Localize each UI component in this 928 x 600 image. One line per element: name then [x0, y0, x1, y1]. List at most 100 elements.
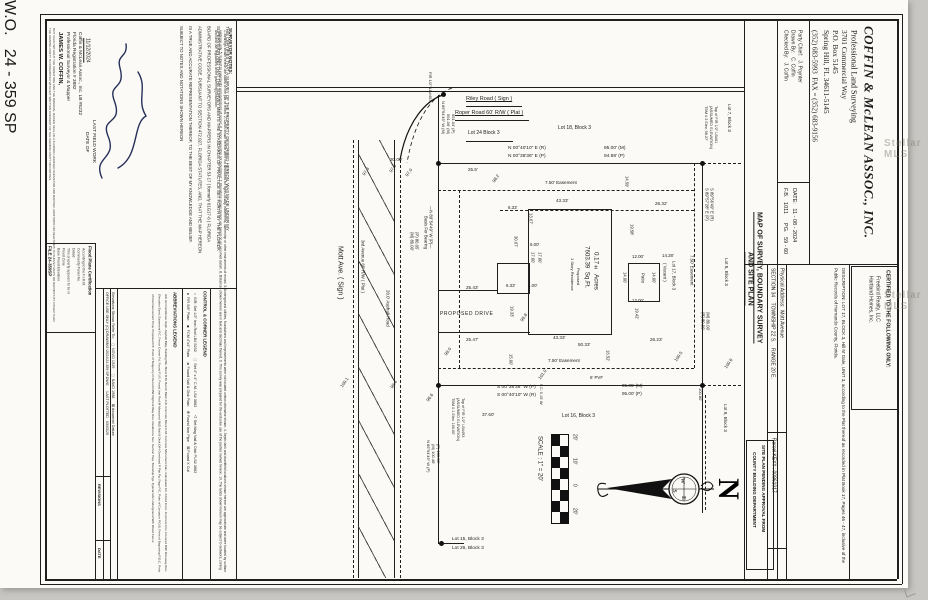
plat-rect — [528, 209, 612, 335]
plat-line — [45, 19, 47, 579]
flood-line-4: This property appears to lie in — [66, 248, 71, 295]
plat-label: 12.00' — [632, 298, 644, 303]
plat-line — [95, 476, 110, 477]
scale-text: SCALE : 1" = 20' — [536, 436, 543, 481]
plat-label: (R) 80.00' — [700, 312, 706, 331]
plat-label: 7.50' Easement — [548, 358, 580, 363]
plat-line — [394, 140, 395, 578]
plat-label: 100.5 — [673, 350, 684, 363]
plat-label: 551.06' (M) — [446, 114, 452, 135]
pending-approval-line-2: COUNTY BUILDING DEPARTMENT — [751, 452, 757, 528]
plat-label: Lot 15, Block 3 — [452, 537, 484, 542]
plat-label: 6.33' — [506, 283, 516, 288]
control-legend-row-1: ○ SIR: Set 1/2" Iron Rod LB# 5232 □ Set … — [192, 292, 197, 474]
plat-label: 6' PVF — [590, 375, 604, 380]
plat-line — [809, 19, 810, 264]
surveyor-signature — [99, 43, 147, 179]
plat-line — [786, 264, 787, 579]
scale-tick-0: 20' — [571, 434, 578, 441]
scale-bar-cell — [552, 479, 560, 490]
plat-line — [500, 210, 694, 211]
plat-line — [438, 332, 530, 333]
plat-label: 25.43' — [466, 285, 479, 290]
drawn-by-row: Drawn By: C. Coffin — [789, 30, 796, 77]
plat-line — [45, 19, 897, 21]
corner-monument-dot — [435, 382, 441, 388]
seal-disclaimer-fine-print: NOT VALID WITHOUT THE SIGNATURE AND THE … — [48, 28, 56, 322]
plat-label: F.C. 0.15' W — [538, 384, 543, 405]
plat-label: 17.00' — [537, 252, 543, 264]
plat-line — [702, 163, 703, 385]
plat-label: 16.52' — [605, 350, 611, 362]
plat-label: Mott Ave. ( Sign ) — [336, 246, 344, 300]
parcel-key-row: Parcel KEY# : 00861017 — [770, 438, 777, 493]
plat-label: N 89°54'49" W (M) — [441, 101, 447, 135]
plat-line — [466, 106, 522, 107]
scale-bar-cell — [560, 435, 568, 446]
svg-text:S: S — [671, 489, 677, 492]
plat-label: 37.60' — [482, 412, 495, 417]
plat-label: 12.00' — [632, 254, 644, 259]
plat-label: Lot 8, Block 3 — [723, 258, 729, 286]
plat-label: (ASSUMED ELEVATION) — [708, 106, 713, 150]
plat-label: 26.32' — [655, 201, 668, 206]
scale-bar-cell — [560, 490, 568, 501]
plat-label: 43.33' — [553, 335, 566, 340]
plat-line — [777, 19, 778, 579]
scale-tick-1: 10' — [571, 458, 578, 465]
map-title-line-1: MAP OF SURVEY, BOUNDARY SURVEY — [755, 212, 763, 344]
field-book-row: F.B. 1011 PG. 59 - 60 — [781, 188, 788, 255]
plat-label: 19.33' — [509, 306, 515, 318]
plat-label: Lot 26, Block 3 — [452, 546, 484, 551]
plat-label: 6.33' — [508, 205, 518, 210]
scale-bar-cell — [560, 512, 568, 523]
company-phone: (352) 683-5993 FAX = (352) 683-9156 — [810, 30, 819, 142]
corner-monument-dot — [440, 91, 446, 97]
plat-label: 30.00' — [390, 157, 403, 162]
plat-label: Lot 17, Block 3 — [671, 261, 677, 291]
north-arrow: W S E N — [597, 473, 745, 505]
plat-label: 98.2 — [491, 173, 501, 184]
plat-label: 14.59' — [624, 176, 630, 188]
plat-label: 50.33' — [578, 342, 591, 347]
flood-line-1: According to the F.I.R.M. — [81, 248, 86, 287]
plat-label: (ASSUMED ELEVATION) — [455, 398, 460, 442]
scale-bar-cell — [552, 457, 560, 468]
plat-rect — [628, 263, 660, 302]
office-use-row: OFFICE USE ONLY (C):DRAWING:\2024\24-359… — [104, 292, 109, 435]
plat-line — [236, 19, 237, 579]
plat-label: S 00°40'10" W (R) — [497, 393, 536, 398]
plat-label: 101.0 — [537, 368, 548, 381]
plat-label: S 89°56'49" E (R) — [709, 188, 715, 221]
plat-line — [182, 288, 183, 579]
party-chief-row: Party Chief: J. Poynter — [796, 30, 803, 83]
plat-line — [744, 264, 897, 265]
file-number: FILE 24-359SP — [47, 246, 53, 277]
plat-label: 7.50' Easement — [689, 255, 695, 286]
abbreviations-legend-title: ABBREVIATIONS LEGEND — [172, 292, 178, 348]
scale-bar-cell — [560, 479, 568, 490]
plat-label: S 00°38'36" W (P) — [497, 385, 536, 390]
section-township-range-row: SECTION 34 TOWNSHIP 22 S. RANGE 20 E. — [769, 268, 776, 379]
scale-bar-cell — [552, 446, 560, 457]
surveyor-notes-title: SURVEYOR NOTES: — [227, 28, 233, 75]
plat-label: PROPOSED DRIVE — [440, 311, 494, 317]
plat-line — [400, 160, 401, 578]
certified-party-2: Hartland Homes, Inc. — [867, 276, 874, 323]
plat-line — [694, 163, 695, 368]
plat-label: 25.5' — [468, 167, 478, 172]
plat-label: 100.80' — [698, 388, 704, 401]
plat-label: 13.67' — [528, 213, 534, 225]
plat-label: 95.00' (M) — [604, 146, 626, 151]
corner-monument-dot — [699, 382, 705, 388]
plat-line — [767, 548, 786, 549]
plat-line — [110, 288, 111, 579]
plat-label: N 89°54'49" W (P) — [426, 440, 432, 473]
plat-label: 6.00' — [530, 242, 540, 247]
field-work-date-label-2: LAST FIELD WORK — [91, 120, 97, 164]
company-name: COFFIN & McLEAN ASSOC., INC. — [861, 26, 877, 239]
flood-line-2: Community Panel No. — [76, 248, 81, 283]
plat-line — [459, 190, 460, 368]
revisions-label: REVISIONS — [97, 484, 103, 506]
company-address-2: P.O. Box 5145 — [830, 30, 840, 74]
